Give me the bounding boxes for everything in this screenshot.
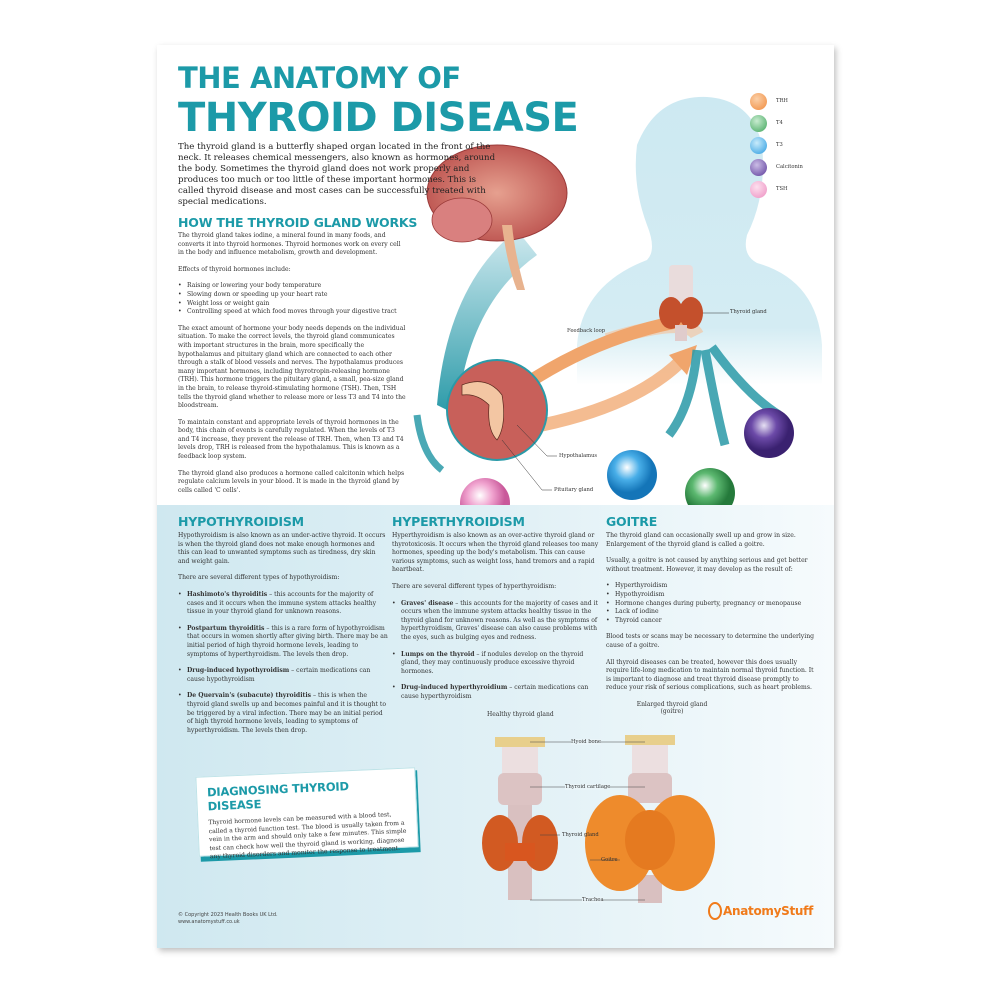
how-section: The thyroid gland takes iodine, a minera… xyxy=(178,232,408,503)
logo-figure-icon xyxy=(708,902,722,920)
t4-dot-icon xyxy=(750,114,767,132)
how-p3: The exact amount of hormone your body ne… xyxy=(178,324,406,410)
cause-item: Hypothyroidism xyxy=(606,591,818,600)
tsh-dot-icon xyxy=(750,180,767,198)
hyper-section: Hyperthyroidism is also known as an over… xyxy=(392,532,602,710)
label-hypothalamus: Hypothalamus xyxy=(559,453,598,459)
teal-arrow-curve xyxy=(437,230,537,415)
label-thyroid-gland: Thyroid gland xyxy=(730,309,767,315)
tsh-sphere xyxy=(460,478,510,505)
hypo-type-item: Postpartum thyroiditis – this is a rare … xyxy=(178,625,388,659)
hormone-legend: TRH T4 T3 Calcitonin TSH xyxy=(750,90,803,200)
how-p2: Effects of thyroid hormones include: xyxy=(178,265,291,273)
hypo-type-item: De Quervain's (subacute) thyroiditis – t… xyxy=(178,692,388,735)
goitre-causes-list: Hyperthyroidism Hypothyroidism Hormone c… xyxy=(606,582,818,625)
how-p5: The thyroid gland also produces a hormon… xyxy=(178,469,405,494)
hypo-type-item: Hashimoto's thyroiditis – this accounts … xyxy=(178,591,388,617)
hyper-types-list: Graves' disease – this accounts for the … xyxy=(392,600,602,702)
goitre-p1: The thyroid gland can occasionally swell… xyxy=(606,532,796,548)
legend-item-t3: T3 xyxy=(750,134,803,156)
healthy-title: Healthy thyroid gland xyxy=(487,711,554,718)
hyper-type-item: Drug-induced hyperthyroidium – certain m… xyxy=(392,684,602,701)
feedback-arrow-bottom xyxy=(540,355,687,432)
thyroid-comparison-illustration xyxy=(482,735,715,903)
t3-sphere xyxy=(607,450,657,500)
hyper-heading: HYPERTHYROIDISM xyxy=(392,514,525,529)
hypo-section: Hypothyroidism is also known as an under… xyxy=(178,532,388,743)
effect-item: Raising or lowering your body temperatur… xyxy=(178,282,408,291)
t4-sphere xyxy=(685,468,735,505)
poster: Thyroid gland Feedback loop Hypothalamus… xyxy=(157,45,834,948)
thyroid-small xyxy=(659,265,729,341)
title-line-1: THE ANATOMY OF xyxy=(178,61,461,95)
t3-dot-icon xyxy=(750,136,767,154)
footer-copyright: © Copyright 2023 Health Books UK Ltd. ww… xyxy=(178,912,278,926)
how-p4: To maintain constant and appropriate lev… xyxy=(178,418,404,461)
label-thyroid-cartilage: Thyroid cartilage xyxy=(565,784,611,790)
effects-list: Raising or lowering your body temperatur… xyxy=(178,282,408,316)
hyper-type-item: Lumps on the thyroid – if nodules develo… xyxy=(392,651,602,677)
brand-name: AnatomyStuff xyxy=(723,904,813,918)
legend-item-trh: TRH xyxy=(750,90,803,112)
hormone-diagram xyxy=(413,96,822,505)
trh-dot-icon xyxy=(750,92,767,110)
title-line-2: THYROID DISEASE xyxy=(178,95,579,141)
cause-item: Lack of iodine xyxy=(606,608,818,617)
label-pituitary-gland: Pituitary gland xyxy=(554,487,594,493)
copyright-text: © Copyright 2023 Health Books UK Ltd. xyxy=(178,912,278,918)
goitre-p4: All thyroid diseases can be treated, how… xyxy=(606,658,814,692)
cause-item: Thyroid cancer xyxy=(606,617,818,626)
hypo-p2: There are several different types of hyp… xyxy=(178,574,340,582)
hypo-type-item: Drug-induced hypothyroidism – certain me… xyxy=(178,667,388,684)
hypo-types-list: Hashimoto's thyroiditis – this accounts … xyxy=(178,591,388,735)
how-p1: The thyroid gland takes iodine, a minera… xyxy=(178,232,401,257)
goitre-p3: Blood tests or scans may be necessary to… xyxy=(606,633,815,649)
cause-item: Hyperthyroidism xyxy=(606,582,818,591)
healthy-thyroid xyxy=(482,737,558,900)
legend-item-t4: T4 xyxy=(750,112,803,134)
label-thyroid-gland-comparison: Thyroid gland xyxy=(562,832,599,838)
goitre-heading: GOITRE xyxy=(606,514,658,529)
calcitonin-sphere xyxy=(744,408,794,458)
intro-text: The thyroid gland is a butterfly shaped … xyxy=(178,142,496,207)
effect-item: Slowing down or speeding up your heart r… xyxy=(178,291,408,300)
legend-item-calcitonin: Calcitonin xyxy=(750,156,803,178)
calcitonin-dot-icon xyxy=(750,158,767,176)
diagnosing-heading: DIAGNOSING THYROID DISEASE xyxy=(206,779,350,814)
label-hyoid-bone: Hyoid bone xyxy=(571,739,602,745)
hyper-p1: Hyperthyroidism is also known as an over… xyxy=(392,532,599,574)
enlarged-title: Enlarged thyroid gland(goitre) xyxy=(636,701,708,715)
label-trachea: Trachea xyxy=(582,897,604,903)
website-text: www.anatomystuff.co.uk xyxy=(178,919,240,925)
diagnosing-text: Thyroid hormone levels can be measured w… xyxy=(208,811,407,861)
hypo-heading: HYPOTHYROIDISM xyxy=(178,514,304,529)
effect-item: Controlling speed at which food moves th… xyxy=(178,308,408,317)
goitre-p2: Usually, a goitre is not caused by anyth… xyxy=(606,557,808,573)
diagnosing-box: DIAGNOSING THYROID DISEASE Thyroid hormo… xyxy=(195,767,419,861)
hypo-p1: Hypothyroidism is also known as an under… xyxy=(178,532,386,565)
label-goitre: Goitre xyxy=(601,857,618,863)
goitre-section: The thyroid gland can occasionally swell… xyxy=(606,532,818,701)
effect-item: Weight loss or weight gain xyxy=(178,300,408,309)
legend-item-tsh: TSH xyxy=(750,178,803,200)
enlarged-thyroid xyxy=(585,735,715,903)
how-heading: HOW THE THYROID GLAND WORKS xyxy=(178,215,418,230)
label-feedback-loop: Feedback loop xyxy=(567,328,606,334)
hyper-type-item: Graves' disease – this accounts for the … xyxy=(392,600,602,643)
cause-item: Hormone changes during puberty, pregnanc… xyxy=(606,600,818,609)
anatomystuff-logo: AnatomyStuff xyxy=(708,902,813,920)
hyper-p2: There are several different types of hyp… xyxy=(392,582,557,590)
